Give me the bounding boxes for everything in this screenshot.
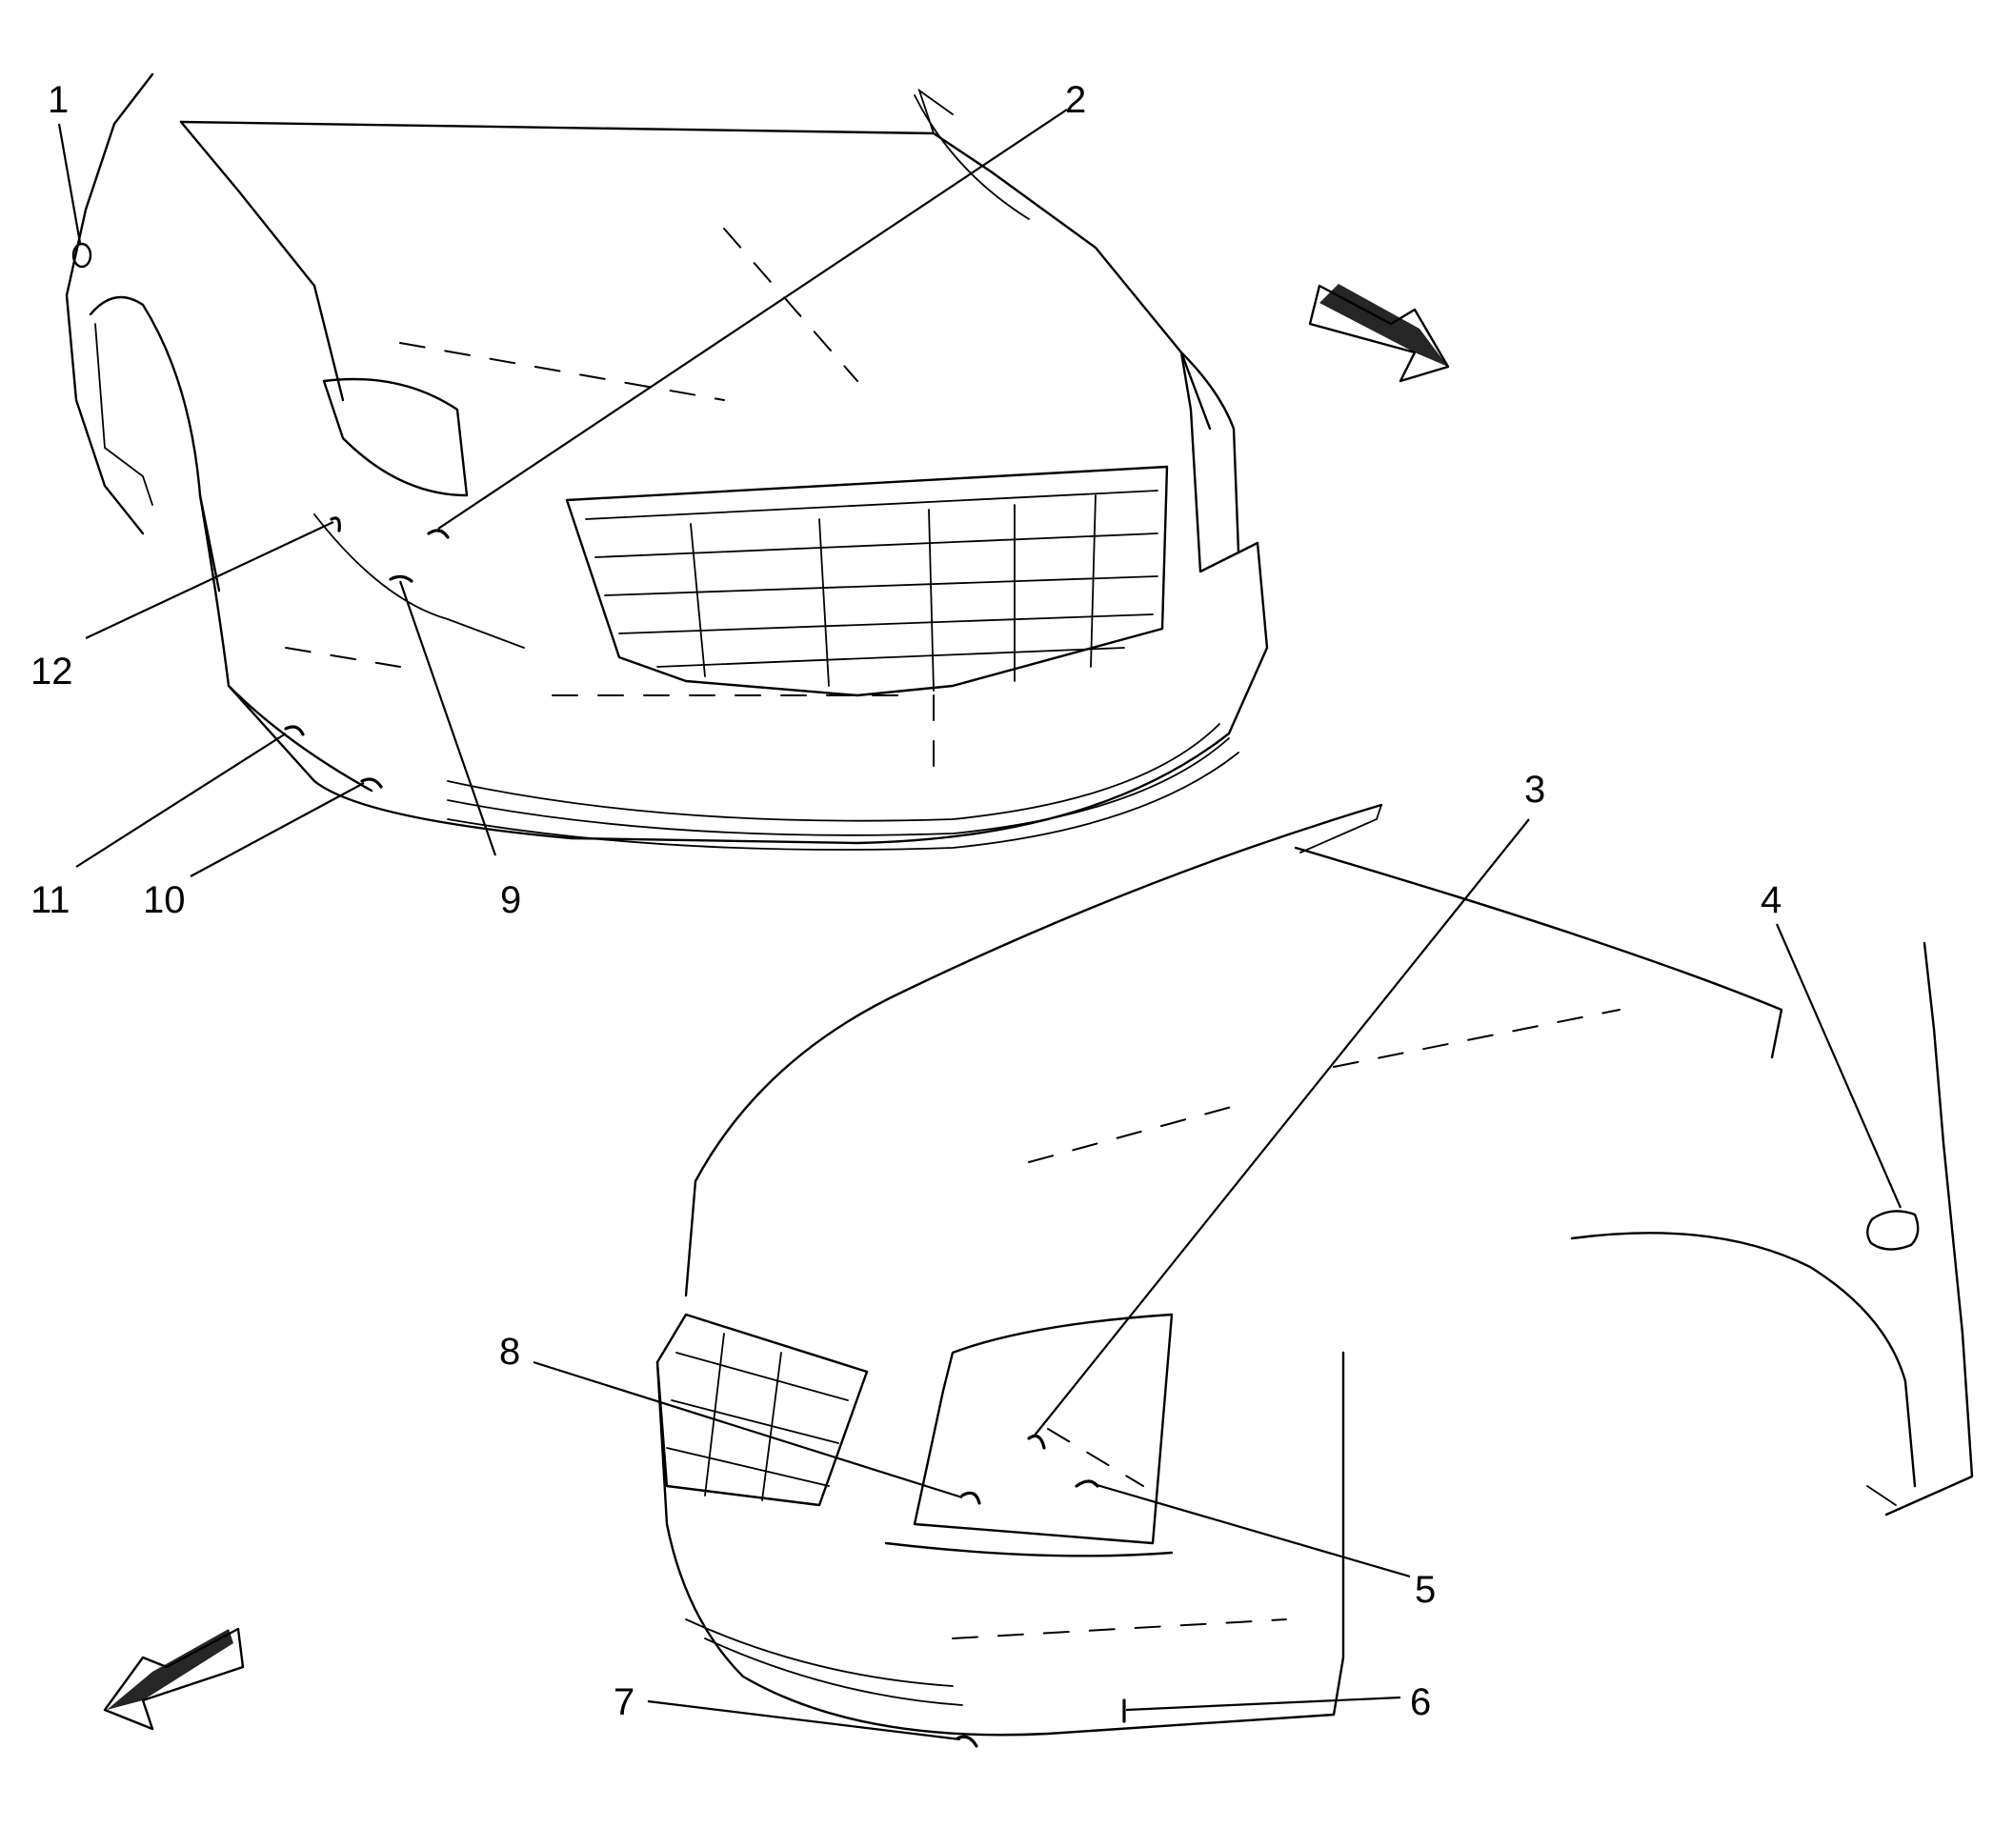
callouts: 1 2 12 11 10 9 3 4 8 5 7 6 bbox=[30, 79, 1782, 1723]
leader-2 bbox=[437, 109, 1068, 530]
callout-4: 4 bbox=[1761, 879, 1782, 921]
fastener-1 bbox=[71, 242, 92, 269]
direction-arrow-rearward bbox=[103, 1627, 245, 1731]
leader-8 bbox=[533, 1360, 963, 1499]
callout-7: 7 bbox=[614, 1681, 634, 1723]
callout-1: 1 bbox=[48, 79, 69, 121]
clip-12-mark bbox=[330, 516, 341, 532]
clip-3-mark bbox=[1027, 1435, 1046, 1450]
leader-1 bbox=[57, 123, 82, 244]
callout-6: 6 bbox=[1410, 1681, 1431, 1723]
front-view-right bbox=[655, 803, 1974, 1748]
clip-2-mark bbox=[427, 529, 450, 539]
leader-7 bbox=[647, 1699, 961, 1741]
callout-9: 9 bbox=[500, 879, 521, 921]
leader-4 bbox=[1775, 923, 1902, 1209]
callout-11: 11 bbox=[30, 879, 70, 921]
clip-10-mark bbox=[360, 777, 383, 789]
clip-8-mark bbox=[960, 1491, 981, 1505]
direction-arrow-forward bbox=[1308, 284, 1450, 383]
clip-9-mark bbox=[389, 574, 413, 583]
front-view-left bbox=[65, 72, 1269, 851]
callout-10: 10 bbox=[143, 879, 186, 921]
clip-7-mark bbox=[956, 1735, 978, 1748]
leader-10 bbox=[190, 782, 365, 877]
leader-12 bbox=[85, 521, 334, 639]
clip-11-mark bbox=[284, 725, 305, 736]
leader-3 bbox=[1033, 818, 1530, 1437]
callout-3: 3 bbox=[1524, 769, 1545, 811]
callout-12: 12 bbox=[30, 651, 73, 693]
grille-bars bbox=[585, 490, 1158, 692]
leader-6 bbox=[1125, 1696, 1401, 1712]
leader-5 bbox=[1093, 1482, 1411, 1578]
callout-2: 2 bbox=[1065, 79, 1086, 121]
side-marker-4 bbox=[1866, 1210, 1920, 1251]
leader-11 bbox=[75, 733, 287, 868]
leader-lines bbox=[57, 109, 1902, 1741]
leader-9 bbox=[398, 580, 497, 856]
callout-5: 5 bbox=[1415, 1569, 1436, 1611]
callout-8: 8 bbox=[499, 1331, 520, 1373]
grille-bars-right bbox=[666, 1333, 849, 1501]
